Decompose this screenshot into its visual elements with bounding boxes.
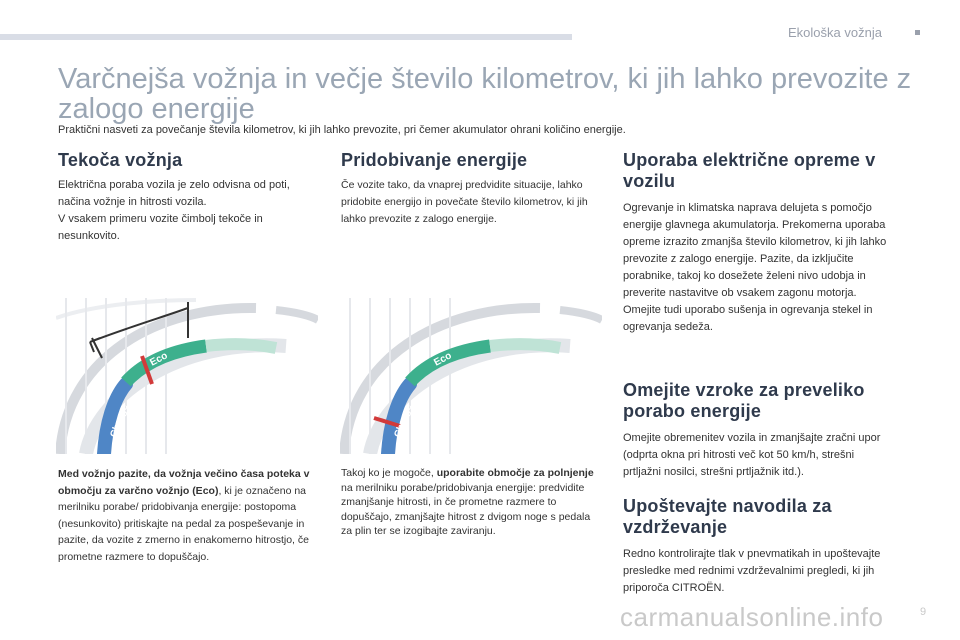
column-electrical-equipment: Uporaba električne opreme v vozilu Ogrev… bbox=[623, 150, 893, 336]
caption-bold: Med vožnjo pazite, da vožnja večino časa… bbox=[58, 468, 310, 497]
caption-text: , ki je označeno na merilniku porabe/ pr… bbox=[58, 484, 309, 563]
column-limit-consumption: Omejite vzroke za preveliko porabo energ… bbox=[623, 380, 893, 481]
column-smooth-driving: Tekoča vožnja Električna poraba vozila j… bbox=[58, 150, 328, 245]
heading-maintenance: Upoštevajte navodila za vzdrževanje bbox=[623, 496, 832, 537]
caption-energy-recovery: Takoj ko je mogoče, uporabite območje za… bbox=[341, 466, 603, 539]
electrical-equipment-text: Ogrevanje in klimatska naprava delujeta … bbox=[623, 202, 887, 333]
intro-line: Električna poraba vozila je zelo odvisna… bbox=[58, 179, 290, 191]
column-energy-recovery: Pridobivanje energije Če vozite tako, da… bbox=[341, 150, 603, 228]
energy-recovery-intro: Če vozite tako, da vnaprej predvidite si… bbox=[341, 179, 588, 225]
intro-line: načina vožnje in hitrosti vozila. bbox=[58, 196, 207, 208]
watermark: carmanualsonline.info bbox=[620, 602, 884, 632]
intro-line: nesunkovito. bbox=[58, 230, 120, 242]
column-maintenance: Upoštevajte navodila za vzdrževanje Redn… bbox=[623, 496, 893, 597]
maintenance-text: Redno kontrolirajte tlak v pnevmatikah i… bbox=[623, 548, 881, 594]
smooth-driving-intro: Električna poraba vozila je zelo odvisna… bbox=[58, 177, 328, 245]
caption-smooth-driving: Med vožnjo pazite, da vožnja večino časa… bbox=[58, 466, 320, 565]
intro-line: V vsakem primeru vozite čimbolj tekoče i… bbox=[58, 213, 263, 225]
section-label: Ekološka vožnja bbox=[788, 25, 882, 40]
caption-pre: Takoj ko je mogoče, bbox=[341, 467, 437, 479]
gauge-eco-illustration: Eco Charge bbox=[56, 298, 318, 454]
page-subtitle: Praktični nasveti za povečanje števila k… bbox=[58, 124, 626, 136]
heading-electrical-equipment: Uporaba električne opreme v vozilu bbox=[623, 150, 876, 191]
header-bar bbox=[0, 34, 572, 40]
section-marker bbox=[915, 30, 920, 35]
caption-bold: uporabite območje za polnjenje bbox=[436, 467, 594, 479]
page-number: 9 bbox=[920, 606, 927, 618]
heading-limit-consumption: Omejite vzroke za preveliko porabo energ… bbox=[623, 380, 865, 421]
limit-consumption-text: Omejite obremenitev vozila in zmanjšajte… bbox=[623, 432, 881, 478]
gauge-charge-illustration: Eco Charge bbox=[340, 298, 602, 454]
caption-text: na merilniku porabe/pridobivanja energij… bbox=[341, 481, 591, 538]
heading-smooth-driving: Tekoča vožnja bbox=[58, 150, 183, 170]
heading-energy-recovery: Pridobivanje energije bbox=[341, 150, 528, 170]
page-title: Varčnejša vožnja in večje število kilome… bbox=[58, 63, 912, 125]
